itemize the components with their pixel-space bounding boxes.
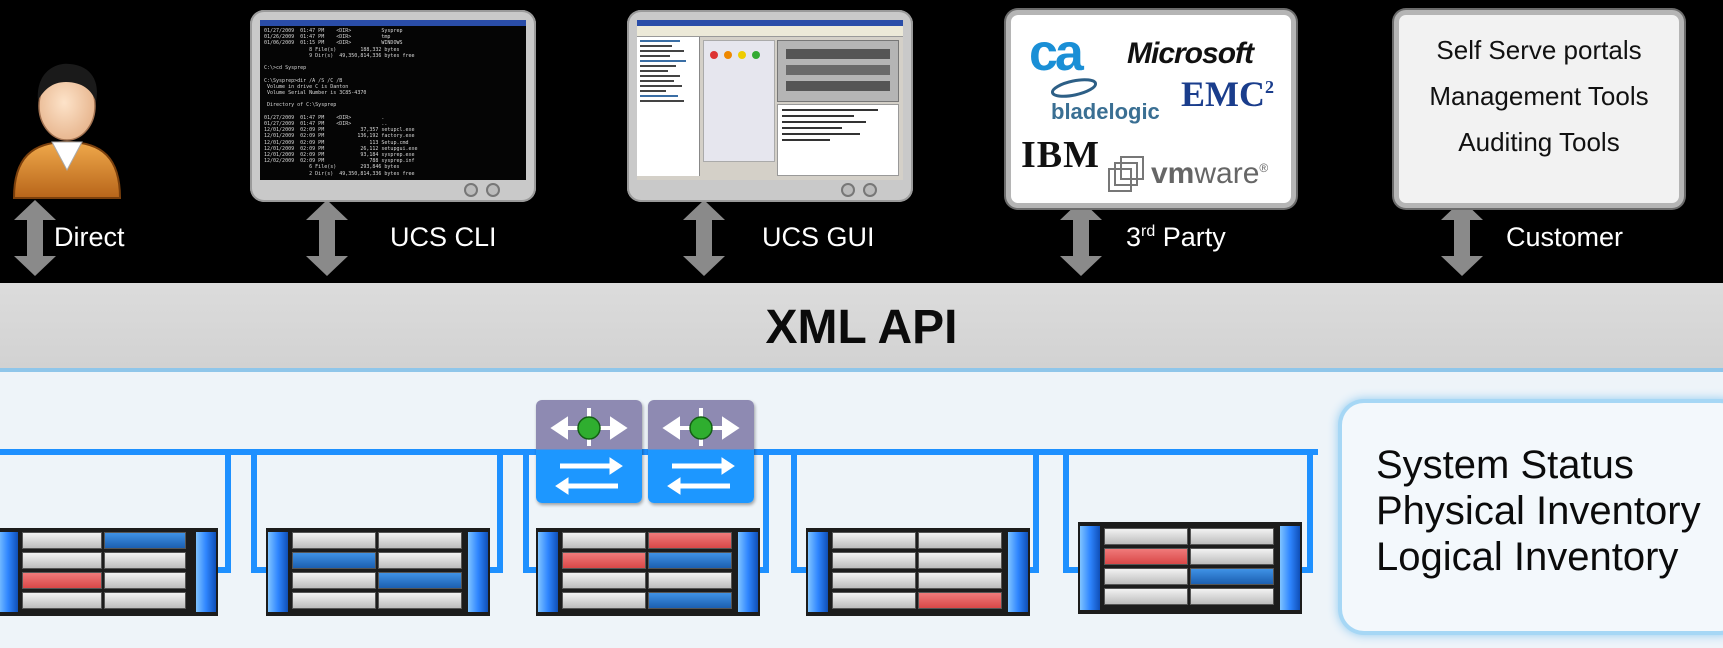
- status-item: System Status: [1376, 443, 1634, 487]
- blade-chassis-icon: [806, 528, 1030, 616]
- ca-logo: ca: [1029, 24, 1084, 82]
- gui-monitor: [627, 10, 913, 202]
- customer-tools-box: Self Serve portals Management Tools Audi…: [1394, 10, 1684, 208]
- status-item: Logical Inventory: [1376, 535, 1679, 579]
- double-arrow-icon: [306, 200, 348, 276]
- ucs-gui-label: UCS GUI: [762, 222, 875, 252]
- bladelogic-swoosh-icon: [1050, 78, 1098, 98]
- third-party-label: 3rd Party: [1126, 222, 1226, 252]
- double-arrow-icon: [14, 200, 56, 276]
- vmware-logo: vmware®: [1151, 157, 1269, 190]
- third-party-vendors-box: ca Microsoft EMC2 bladelogic IBM vmware®: [1006, 10, 1296, 208]
- customer-tool-item: Auditing Tools: [1458, 127, 1620, 157]
- ucs-cli-label: UCS CLI: [390, 222, 497, 252]
- customer-tool-item: Self Serve portals: [1436, 35, 1642, 65]
- bladelogic-logo: bladelogic: [1051, 99, 1160, 124]
- xml-api-title: XML API: [765, 301, 958, 354]
- status-item: Physical Inventory: [1376, 489, 1701, 533]
- cli-monitor: 01/27/2009 01:47 PM <DIR> Sysprep 01/26/…: [250, 10, 536, 202]
- user-icon: [12, 63, 122, 199]
- microsoft-logo: Microsoft: [1127, 37, 1254, 70]
- blade-chassis-icon: [0, 528, 218, 616]
- direct-label: Direct: [54, 222, 125, 252]
- emc-logo: EMC2: [1181, 74, 1274, 114]
- xml-api-band: [0, 283, 1723, 372]
- blade-chassis-icon: [536, 528, 760, 616]
- blade-chassis-icon: [1078, 522, 1302, 614]
- cli-terminal-screen: 01/27/2009 01:47 PM <DIR> Sysprep 01/26/…: [260, 20, 526, 180]
- ibm-logo: IBM: [1021, 134, 1100, 176]
- system-status-panel: System Status Physical Inventory Logical…: [1342, 403, 1723, 631]
- double-arrow-icon: [1441, 200, 1483, 276]
- customer-tool-item: Management Tools: [1429, 81, 1649, 111]
- gui-window-screen: [637, 20, 903, 180]
- double-arrow-icon: [683, 200, 725, 276]
- customer-label: Customer: [1506, 222, 1624, 252]
- fabric-interconnect-icon: [648, 400, 754, 503]
- fabric-interconnect-icon: [536, 400, 642, 503]
- vmware-squares-icon: [1108, 156, 1144, 192]
- blade-chassis-icon: [266, 528, 490, 616]
- double-arrow-icon: [1060, 200, 1102, 276]
